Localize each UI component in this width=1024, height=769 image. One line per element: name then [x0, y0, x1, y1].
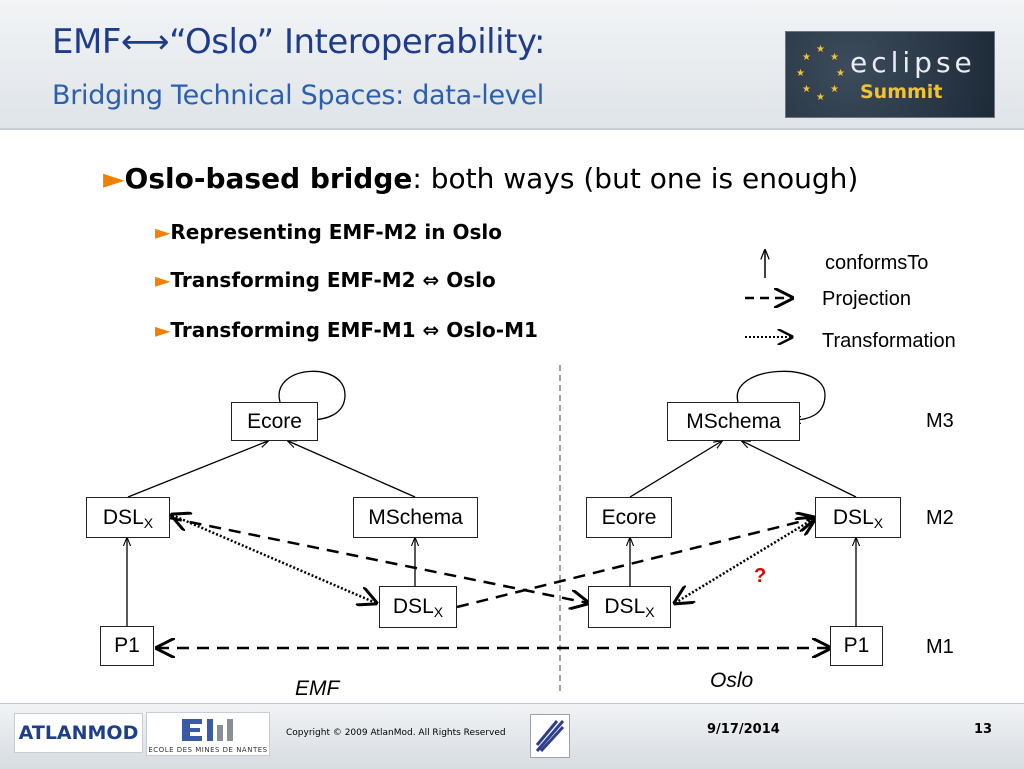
bullet-sub-3: ►Transforming EMF-M1 ⇔ Oslo-M1 [155, 318, 538, 342]
right-p1-label: P1 [843, 634, 870, 657]
transformation-left [172, 515, 376, 603]
bullet-sub-3-text: Transforming EMF-M1 ⇔ Oslo-M1 [170, 318, 538, 342]
left-ecore-label: Ecore [247, 409, 302, 433]
eclipse-logo-word: eclipse [850, 46, 976, 79]
emn-logo-text: ECOLE DES MINES DE NANTES [148, 746, 268, 754]
svg-text:★: ★ [802, 84, 811, 95]
svg-text:★: ★ [816, 92, 825, 103]
left-dsl-to-ecore [127, 441, 268, 498]
bullet-sub-1-text: Representing EMF-M2 in Oslo [170, 220, 502, 244]
mid-left-dsl-subscript: X [433, 604, 444, 620]
bullet-sub-2-text: Transforming EMF-M2 ⇔ Oslo [170, 268, 496, 292]
emn-logo: ECOLE DES MINES DE NANTES [146, 712, 270, 756]
left-ecore-box: Ecore [231, 402, 318, 441]
bullet-sub-1: ►Representing EMF-M2 in Oslo [155, 220, 502, 244]
mid-right-dsl-subscript: X [645, 604, 655, 620]
right-dsl-subscript: X [873, 514, 884, 531]
emblem-icon [535, 720, 565, 753]
header-divider [0, 128, 1024, 130]
left-dsl-subscript: X [143, 514, 154, 531]
right-ecore-box: Ecore [586, 497, 672, 538]
level-m3-label: M3 [926, 410, 954, 432]
slide-date: 9/17/2014 [707, 722, 780, 737]
bullet-main: ►Oslo-based bridge: both ways (but one i… [103, 162, 858, 195]
emf-space-label: EMF [295, 677, 340, 700]
oslo-space-label: Oslo [710, 669, 754, 692]
emblem-logo [530, 714, 570, 758]
left-p1-label: P1 [114, 634, 140, 657]
bullet-marker: ► [103, 162, 125, 195]
atlanmod-logo: ATLANMOD [14, 713, 143, 753]
transformation-right [675, 518, 815, 603]
svg-text:★: ★ [830, 52, 839, 63]
right-dsl-label: DSL [832, 505, 874, 529]
level-m1-label: M1 [926, 636, 954, 658]
svg-text:★: ★ [816, 44, 825, 55]
bullet-main-title: Oslo-based bridge [124, 162, 413, 195]
bullet-marker: ► [155, 220, 171, 244]
left-dsl-label: DSL [102, 505, 144, 529]
question-mark: ? [754, 565, 767, 587]
copyright-text: Copyright © 2009 AtlanMod. All Rights Re… [286, 728, 506, 738]
right-ecore-to-mschema [629, 441, 722, 498]
left-ecore-self-loop [278, 370, 346, 420]
slide-number: 13 [974, 722, 993, 737]
svg-text:★: ★ [802, 52, 811, 63]
right-ecore-label: Ecore [601, 505, 657, 529]
svg-text:★: ★ [796, 68, 805, 79]
eclipse-logo-summit: Summit [860, 81, 943, 103]
slide-header: EMF⟷“Oslo” Interoperability: Bridging Te… [0, 0, 1024, 130]
legend-projection-label: Projection [822, 288, 911, 310]
left-p1-box: P1 [100, 626, 154, 666]
bullet-main-rest: : both ways (but one is enough) [412, 162, 859, 195]
emn-mark-icon [182, 719, 233, 741]
star-ring-icon: ★ ★ ★ ★ ★ ★ ★ ★ [796, 44, 845, 103]
right-p1-box: P1 [830, 626, 883, 666]
bullet-marker: ► [155, 268, 171, 292]
mid-left-dsl-label: DSL [392, 595, 434, 618]
right-dsl-to-mschema [742, 441, 857, 498]
slide-subtitle: Bridging Technical Spaces: data-level [52, 80, 544, 111]
left-mschema-to-ecore [288, 441, 416, 498]
right-mschema-self-loop [736, 370, 826, 420]
slide-title: EMF⟷“Oslo” Interoperability: [52, 22, 545, 62]
eclipse-summit-logo: ★ ★ ★ ★ ★ ★ ★ ★ eclipse Summit [785, 31, 995, 118]
svg-text:★: ★ [836, 68, 845, 79]
mid-right-dsl-label: DSL [604, 595, 646, 618]
slide-footer: ATLANMOD ECOLE DES MINES DE NANTES Copyr… [0, 703, 1024, 769]
bullet-marker: ► [155, 318, 171, 342]
level-m2-label: M2 [926, 507, 954, 529]
left-mschema-label: MSchema [368, 505, 463, 529]
left-mschema-box: MSchema [353, 497, 478, 538]
legend-transformation-label: Transformation [822, 330, 956, 352]
right-mschema-box: MSchema [667, 402, 800, 441]
bullet-sub-2: ►Transforming EMF-M2 ⇔ Oslo [155, 268, 496, 292]
legend-conforms-label: conformsTo [825, 252, 929, 274]
right-mschema-label: MSchema [686, 409, 781, 433]
svg-text:★: ★ [830, 84, 839, 95]
